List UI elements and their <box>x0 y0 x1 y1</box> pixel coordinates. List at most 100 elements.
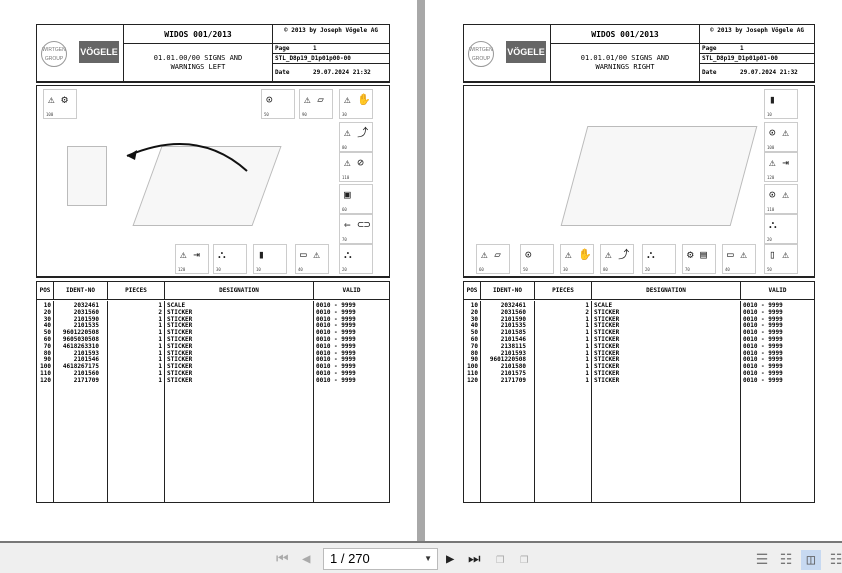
document-viewport[interactable]: WIRTGEN GROUP VÖGELE WIDOS 001/2013 01.0… <box>0 0 842 541</box>
table-cell: 2101593 <box>500 349 526 357</box>
sign-10: ▮10 <box>764 89 798 119</box>
copyright: © 2013 by Joseph Vögele AG <box>273 25 389 44</box>
table-cell: 70 <box>470 342 478 350</box>
title-cell: WIDOS 001/2013 01.01.01/00 SIGNS AND WAR… <box>551 25 699 81</box>
logo-cell: WIRTGEN GROUP VÖGELE <box>464 25 551 81</box>
sign-50b: ▯ ⚠50 <box>764 244 798 274</box>
table-cell: 0010 - 9999 <box>316 335 356 343</box>
pdf-page-right: WIRTGEN GROUP VÖGELE WIDOS 001/2013 01.0… <box>425 0 842 541</box>
table-cell: 1 <box>158 369 162 377</box>
table-cell: STICKER <box>167 322 193 330</box>
sign-60: ▣60 <box>339 184 373 214</box>
page-number-value: 1 / 270 <box>330 551 370 566</box>
sign-60: ⚠ ▱60 <box>476 244 510 274</box>
table-cell: 1 <box>585 322 589 330</box>
table-cell: 1 <box>585 363 589 371</box>
date-value: 29.07.2024 21:32 <box>313 69 371 76</box>
table-cell: 2101535 <box>500 322 526 330</box>
col-valid-header: VALID <box>768 287 787 294</box>
table-cell: 1 <box>158 342 162 350</box>
table-cell: 2031560 <box>73 308 99 316</box>
table-header: POS IDENT-NO PIECES DESIGNATION VALID <box>37 282 389 300</box>
col-designation-header: DESIGNATION <box>592 282 741 299</box>
parts-table: POS IDENT-NO PIECES DESIGNATION VALID 10… <box>463 281 815 503</box>
table-cell: 110 <box>40 369 51 377</box>
voegele-logo: VÖGELE <box>79 41 119 63</box>
table-cell: 1 <box>585 342 589 350</box>
table-cell: 0010 - 9999 <box>743 302 783 309</box>
sign-30: ⚠ ✋30 <box>560 244 594 274</box>
table-cell: 0010 - 9999 <box>743 369 783 377</box>
col-pieces-header: PIECES <box>535 282 592 299</box>
sign-70: ⚙ ▤70 <box>682 244 716 274</box>
table-cell: 2101546 <box>73 356 99 364</box>
table-cell: 1 <box>158 322 162 330</box>
sign-100: ⊙ ⚠100 <box>764 122 798 152</box>
sign-10: ▮10 <box>253 244 287 274</box>
sign-30b: ⛬30 <box>213 244 247 274</box>
page-header: WIRTGEN GROUP VÖGELE WIDOS 001/2013 01.0… <box>36 24 390 83</box>
next-page-button[interactable]: ▶ <box>446 551 455 567</box>
two-page-view-button[interactable]: ◫ <box>801 550 821 570</box>
table-cell: 0010 - 9999 <box>316 376 356 384</box>
table-cell: 0010 - 9999 <box>743 329 783 337</box>
table-cell: 1 <box>158 335 162 343</box>
table-cell: 80 <box>470 349 478 357</box>
sign-70: ⇐ ⊂⊃70 <box>339 214 373 244</box>
table-cell: 50 <box>43 329 51 337</box>
exploded-drawing: ⚠ ⚙100 ⊙50 ⚠ ▱90 ⚠ ✋30 ⚠ ⤴80 ⚠ ⊘110 ▣60 … <box>36 85 390 278</box>
table-cell: STICKER <box>594 349 620 357</box>
table-cell: 2101593 <box>73 349 99 357</box>
section-title: 01.01.01/00 SIGNS AND WARNINGS RIGHT <box>580 54 670 71</box>
table-cell: STICKER <box>167 349 193 357</box>
table-cell: 1 <box>585 376 589 384</box>
sign-80: ⚠ ⤴80 <box>339 122 373 152</box>
table-cell: STICKER <box>594 342 620 350</box>
single-continuous-view-button[interactable]: ☷ <box>779 552 793 568</box>
table-cell: 1 <box>158 315 162 323</box>
table-cell: 1 <box>585 302 589 309</box>
sign-80: ⚠ ⤴80 <box>600 244 634 274</box>
two-continuous-view-button[interactable]: ☷ <box>829 552 842 568</box>
table-cell: 1 <box>158 349 162 357</box>
previous-page-button[interactable]: ◀ <box>302 551 311 567</box>
last-page-button[interactable]: ⏭ <box>468 551 481 567</box>
table-cell: 0010 - 9999 <box>743 342 783 350</box>
next-view-icon[interactable]: ❐ <box>520 551 529 567</box>
table-cell: 2171709 <box>500 376 526 384</box>
date-label: Date <box>702 69 717 76</box>
table-cell: STICKER <box>594 308 620 316</box>
table-cell: STICKER <box>167 376 193 384</box>
ref-code: STL_D8p19_D1p01p01-00 <box>702 55 778 62</box>
single-page-view-button[interactable]: ☰ <box>755 552 769 568</box>
table-cell: 60 <box>43 335 51 343</box>
table-cell: 0010 - 9999 <box>316 342 356 350</box>
table-cell: 1 <box>585 356 589 364</box>
previous-view-icon[interactable]: ❐ <box>496 551 505 567</box>
sign-20b: ⛬20 <box>642 244 676 274</box>
table-cell: 4618267175 <box>62 363 99 371</box>
table-cell: STICKER <box>167 315 193 323</box>
table-cell: 1 <box>158 363 162 371</box>
table-cell: 0010 - 9999 <box>316 363 356 371</box>
chevron-down-icon: ▼ <box>424 554 432 563</box>
voegele-logo: VÖGELE <box>506 41 546 63</box>
col-valid-header: VALID <box>342 287 361 294</box>
table-cell: STICKER <box>167 329 193 337</box>
sign-20: ⛬20 <box>764 214 798 244</box>
table-cell: 0010 - 9999 <box>743 376 783 384</box>
table-cell: STICKER <box>594 356 620 364</box>
sign-90: ⚠ ▱90 <box>299 89 333 119</box>
page-number-select[interactable]: 1 / 270 ▼ <box>323 548 438 570</box>
table-cell: 2101575 <box>500 369 526 377</box>
first-page-button[interactable]: ⏮ <box>276 551 289 567</box>
table-cell: STICKER <box>594 369 620 377</box>
table-cell: STICKER <box>167 363 193 371</box>
page-navigation-toolbar: ⏮ ◀ 1 / 270 ▼ ▶ ⏭ ❐ ❐ ☰ ☷ ◫ ☷ <box>0 541 842 573</box>
table-cell: SCALE <box>167 302 186 309</box>
table-cell: 1 <box>585 369 589 377</box>
table-cell: 0010 - 9999 <box>743 322 783 330</box>
